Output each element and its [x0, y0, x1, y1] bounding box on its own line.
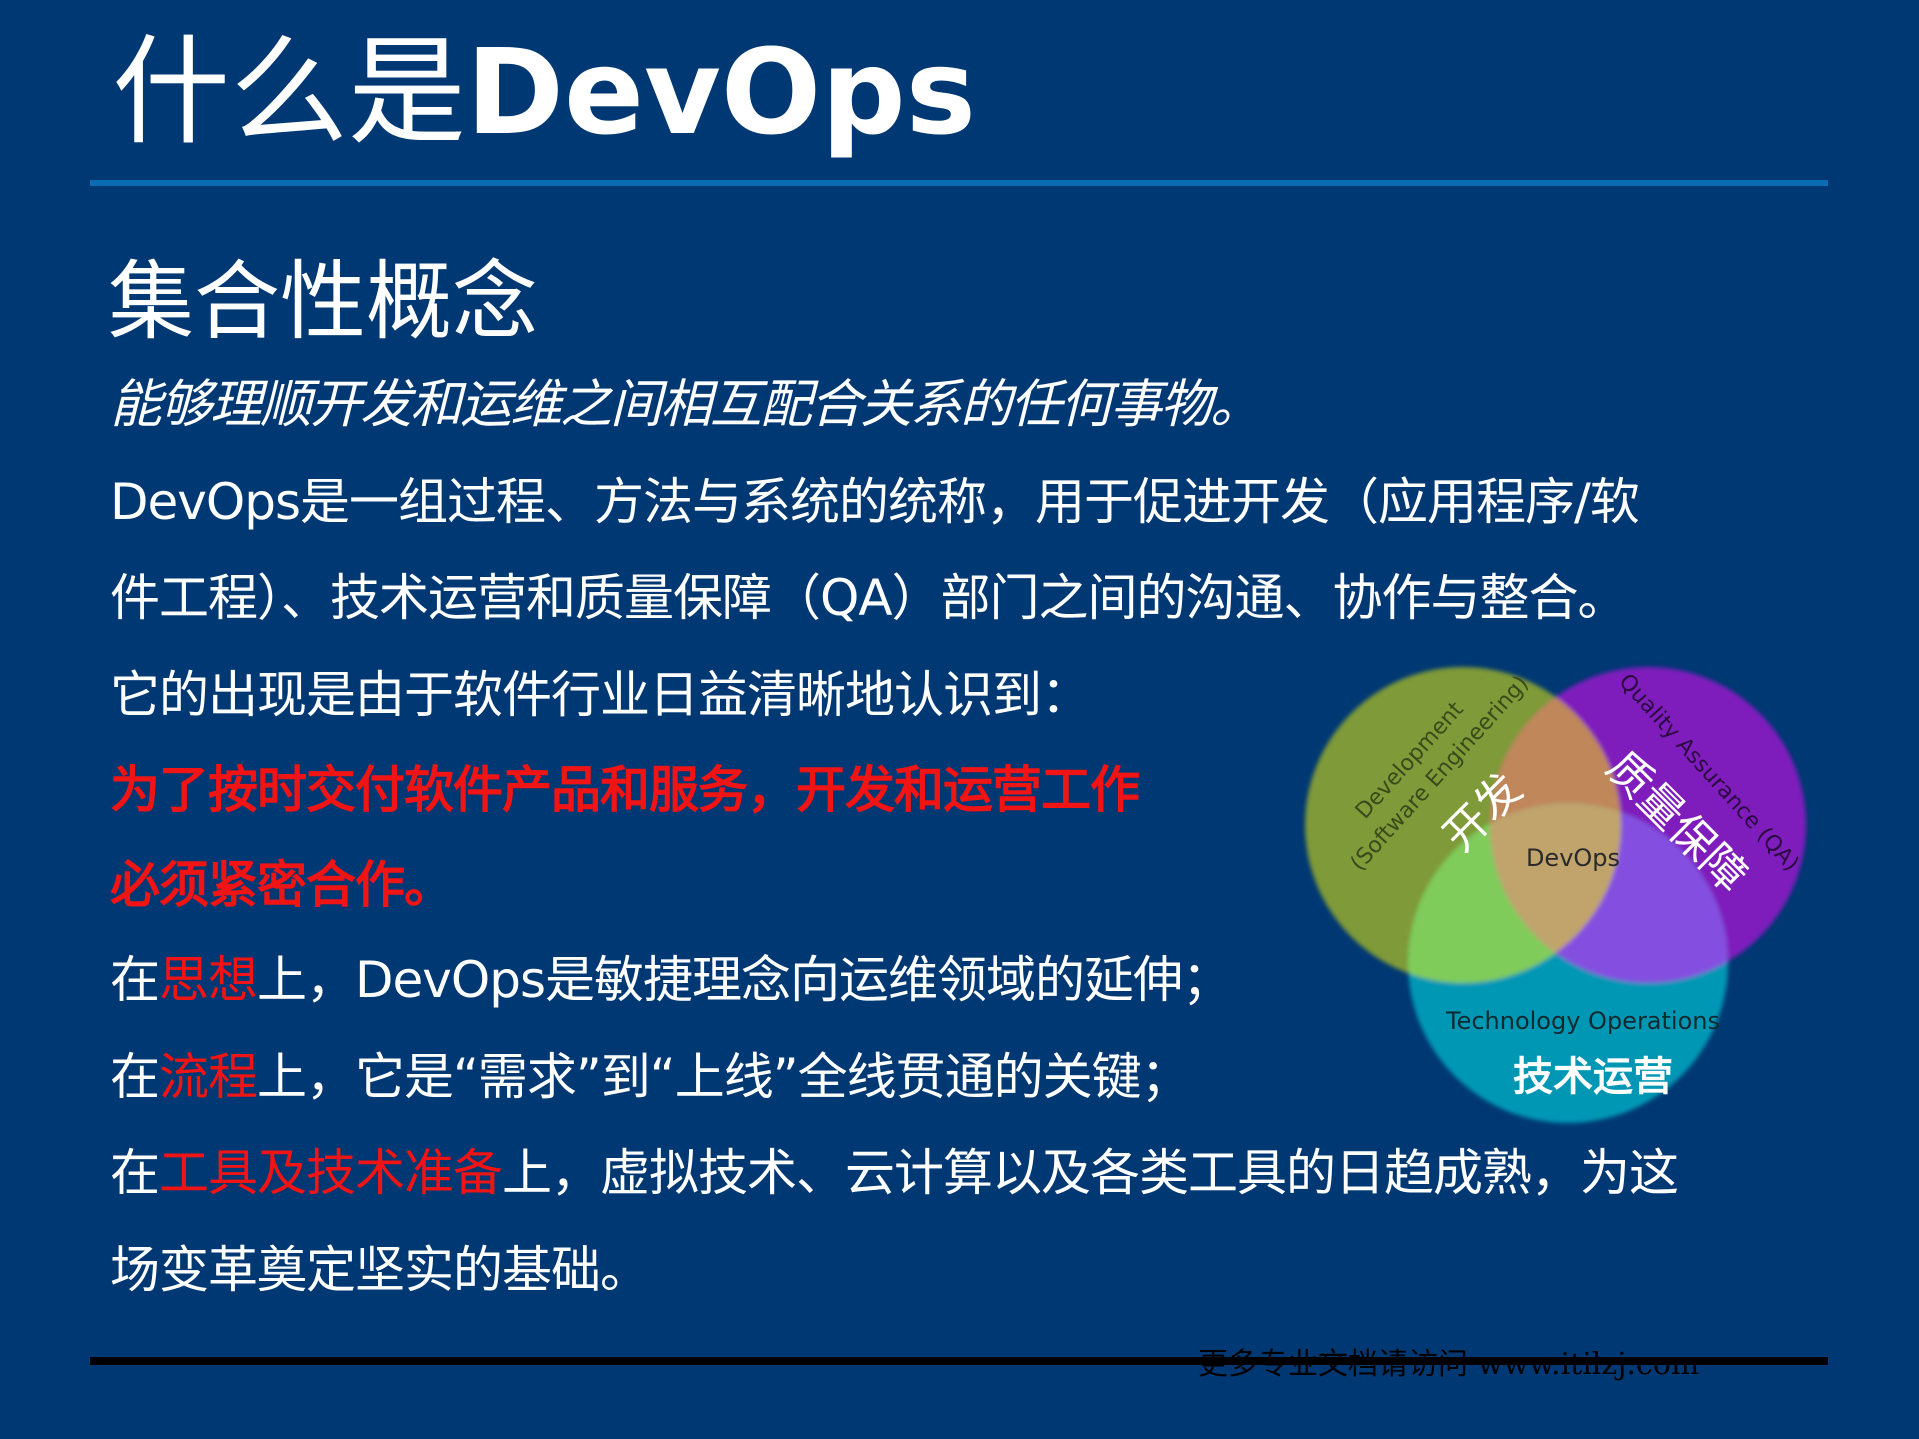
paragraph-line: DevOps是一组过程、方法与系统的统称，用于促进开发（应用程序/软	[110, 473, 1640, 531]
devops-venn-diagram: Development (Software Engineering) 开发 Qu…	[1305, 667, 1806, 1123]
point-highlight: 流程	[159, 1048, 258, 1106]
point-thinking: 在思想上，DevOps是敏捷理念向运维领域的延伸；	[110, 945, 1232, 1015]
point-prefix: 在	[110, 951, 160, 1009]
point-prefix: 在	[110, 1048, 160, 1106]
emphasis-line: 为了按时交付软件产品和服务，开发和运营工作	[110, 761, 1140, 819]
footer-watermark: 更多专业文档请访问 www.itilzj.com	[1198, 1347, 1700, 1382]
footer-divider	[90, 1357, 1828, 1365]
point-text: 上，虚拟技术、云计算以及各类工具的日趋成熟，为这	[502, 1144, 1679, 1202]
paragraph-line: 它的出现是由于软件行业日益清晰地认识到：	[110, 666, 1091, 724]
title-divider	[90, 180, 1828, 186]
definition-text: 能够理顺开发和运维之间相互配合关系的任何事物。	[110, 375, 1262, 435]
center-label: DevOps	[1526, 844, 1620, 872]
point-highlight: 工具及技术准备	[159, 1144, 503, 1202]
point-prefix: 在	[110, 1144, 160, 1202]
title-zh: 什么是	[112, 23, 467, 161]
point-text: 上，它是“需求”到“上线”全线贯通的关键；	[257, 1048, 1191, 1106]
ops-label-en: Technology Operations	[1445, 1007, 1720, 1035]
page-title: 什么是DevOps	[112, 22, 976, 162]
point-tools: 在工具及技术准备上，虚拟技术、云计算以及各类工具的日趋成熟，为这	[110, 1138, 1679, 1208]
point-text: 上，DevOps是敏捷理念向运维领域的延伸；	[257, 951, 1232, 1009]
paragraph-line: 场变革奠定坚实的基础。	[110, 1241, 650, 1299]
point-highlight: 思想	[159, 951, 258, 1009]
ops-label-zh: 技术运营	[1513, 1054, 1673, 1100]
point-process: 在流程上，它是“需求”到“上线”全线贯通的关键；	[110, 1042, 1191, 1112]
section-heading: 集合性概念	[108, 252, 538, 352]
paragraph-line: 件工程）、技术运营和质量保障（QA）部门之间的沟通、协作与整合。	[110, 569, 1628, 627]
emphasis-line: 必须紧密合作。	[110, 856, 454, 914]
title-en: DevOps	[466, 23, 976, 161]
